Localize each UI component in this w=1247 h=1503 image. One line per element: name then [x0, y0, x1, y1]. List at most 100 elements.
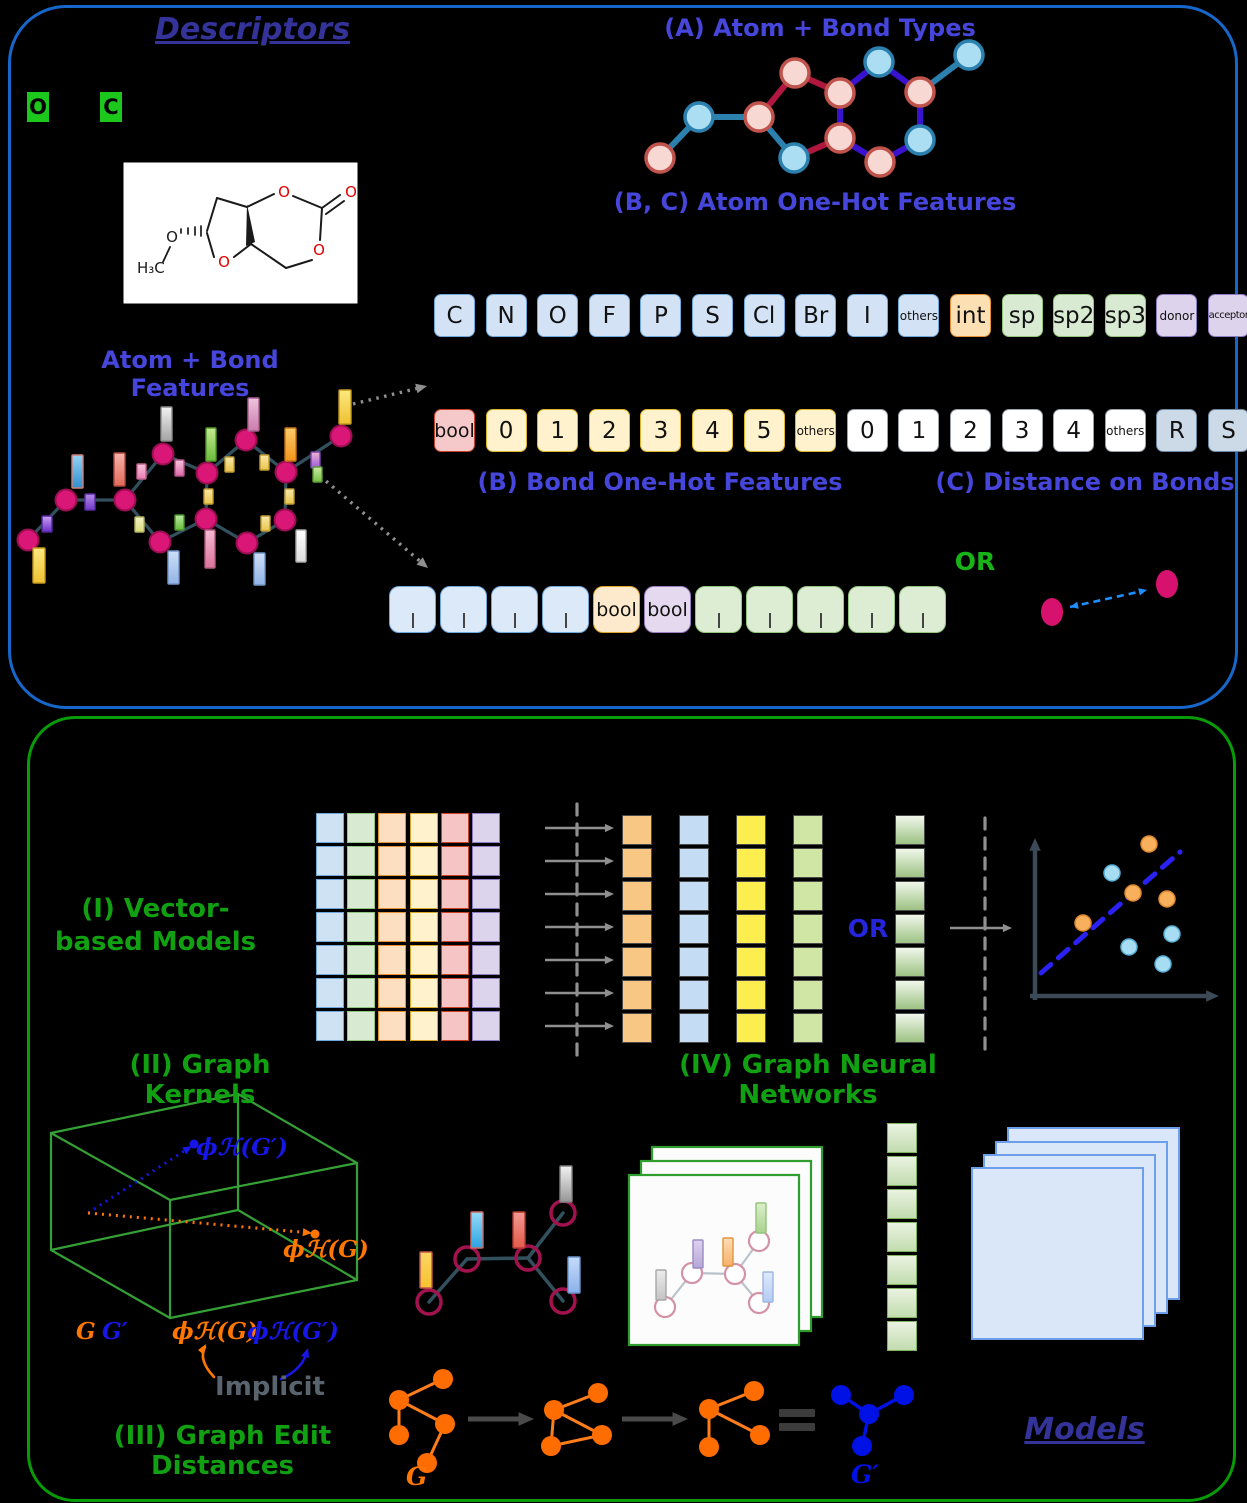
matrix-cell — [622, 815, 652, 845]
models-panel — [27, 716, 1236, 1502]
graph-node — [274, 460, 298, 484]
matrix-cell — [472, 1011, 500, 1041]
onehot-box-1: 1 — [898, 409, 940, 452]
matrix-cell — [316, 879, 344, 909]
onehot-box-blank — [899, 586, 946, 633]
onehot-box-Cl: Cl — [743, 294, 785, 337]
feature-bar — [655, 1269, 667, 1301]
onehot-box-label: I — [863, 302, 871, 329]
matrix-cell — [409, 879, 438, 909]
onehot-box-2: 2 — [588, 409, 630, 452]
graph-node — [831, 1385, 851, 1405]
graph-node — [113, 488, 137, 512]
label-or-models: OR — [847, 914, 889, 943]
matrix-cell — [440, 1011, 469, 1041]
onehot-box-label: S — [705, 302, 720, 329]
feature-bar — [113, 452, 126, 487]
feature-bar — [205, 427, 217, 462]
feature-bar — [136, 463, 147, 480]
matrix-cell — [316, 978, 344, 1008]
matrix-cell — [316, 945, 344, 975]
graph-node — [195, 461, 219, 485]
onehot-box-label: 3 — [1014, 417, 1030, 444]
graph-node — [417, 1453, 437, 1473]
matrix-cell — [347, 813, 376, 843]
graph-node — [953, 39, 985, 71]
ged-graph-2 — [541, 1383, 612, 1456]
matrix-cell — [440, 945, 469, 975]
onehot-box-label: 2 — [601, 417, 617, 444]
implicit-arrows — [198, 1344, 309, 1381]
matrix-cell — [887, 1222, 917, 1252]
onehot-box-bool: bool — [644, 586, 691, 633]
vector-flow — [545, 802, 1012, 1060]
matrix-cell — [409, 978, 438, 1008]
feature-edge-bars — [41, 451, 323, 533]
feature-bar — [755, 1202, 767, 1234]
label-phi-gprime-vector: ϕℋ(G′) — [196, 1134, 288, 1161]
graph-node — [744, 1381, 764, 1401]
label-graph-edit-distances: (III) Graph Edit Distances — [113, 1421, 332, 1481]
onehot-box-0: 0 — [846, 409, 888, 452]
feature-bar — [203, 488, 214, 505]
onehot-box-label: sp2 — [1053, 302, 1095, 329]
graph-node — [235, 531, 259, 555]
value-tick — [870, 613, 873, 628]
graph-node — [549, 1287, 577, 1315]
feature-bar — [174, 459, 185, 477]
graph-node — [415, 1288, 443, 1316]
label-vector-line2: based Models — [54, 926, 257, 957]
matrix-cell — [409, 1011, 438, 1041]
graph-node — [904, 124, 936, 156]
feature-bar — [32, 547, 46, 584]
feature-bar — [284, 427, 297, 462]
feature-extraction-arrows — [318, 383, 428, 568]
label-atom-bond-types: (A) Atom + Bond Types — [664, 14, 976, 42]
matrix-cell — [895, 1013, 925, 1043]
kernel-vectors — [87, 1139, 320, 1239]
onehot-box-label: 1 — [550, 417, 565, 444]
value-tick — [564, 613, 567, 628]
matrix-cell — [895, 947, 925, 977]
feature-bar — [338, 389, 352, 425]
matrix-cell — [472, 912, 500, 942]
graph-node — [435, 1414, 455, 1434]
matrix-cell — [622, 1013, 652, 1043]
feature-bar — [559, 1165, 573, 1203]
ged-graph-1 — [389, 1369, 455, 1473]
svg-text:O: O — [313, 241, 325, 259]
onehot-box-label: 5 — [756, 417, 772, 444]
matrix-cell — [440, 879, 469, 909]
onehot-box-C: C — [434, 294, 475, 337]
matrix-cell — [622, 848, 652, 878]
onehot-box-blank — [746, 586, 793, 633]
matrix-cell — [622, 947, 652, 977]
svg-text:O: O — [345, 183, 357, 201]
matrix-cell — [793, 947, 823, 977]
onehot-box-label: others — [899, 308, 938, 323]
graph-node — [894, 1385, 914, 1405]
matrix-cell — [887, 1156, 917, 1186]
feature-bar — [310, 451, 321, 469]
graph-node — [433, 1369, 453, 1389]
matrix-cell — [679, 848, 709, 878]
matrix-cell — [472, 879, 500, 909]
feature-node-bars — [32, 389, 352, 586]
matrix-cell — [316, 912, 344, 942]
label-phi-g-vector: ϕℋ(G) — [283, 1236, 369, 1263]
onehot-box-donor: donor — [1156, 294, 1198, 337]
kernel-molecule-graph — [415, 1199, 577, 1316]
onehot-box-label: Br — [803, 302, 829, 329]
feature-graph — [16, 424, 353, 555]
kernel-space-box — [49, 1092, 359, 1320]
feature-bar — [204, 529, 216, 569]
onehot-box-int: int — [950, 294, 991, 337]
label-graph-g: G — [76, 1318, 96, 1345]
value-tick — [819, 613, 822, 628]
matrix-cell — [887, 1321, 917, 1351]
matrix-cell — [347, 879, 376, 909]
feature-bar — [762, 1271, 774, 1303]
matrix-cell — [736, 947, 766, 977]
